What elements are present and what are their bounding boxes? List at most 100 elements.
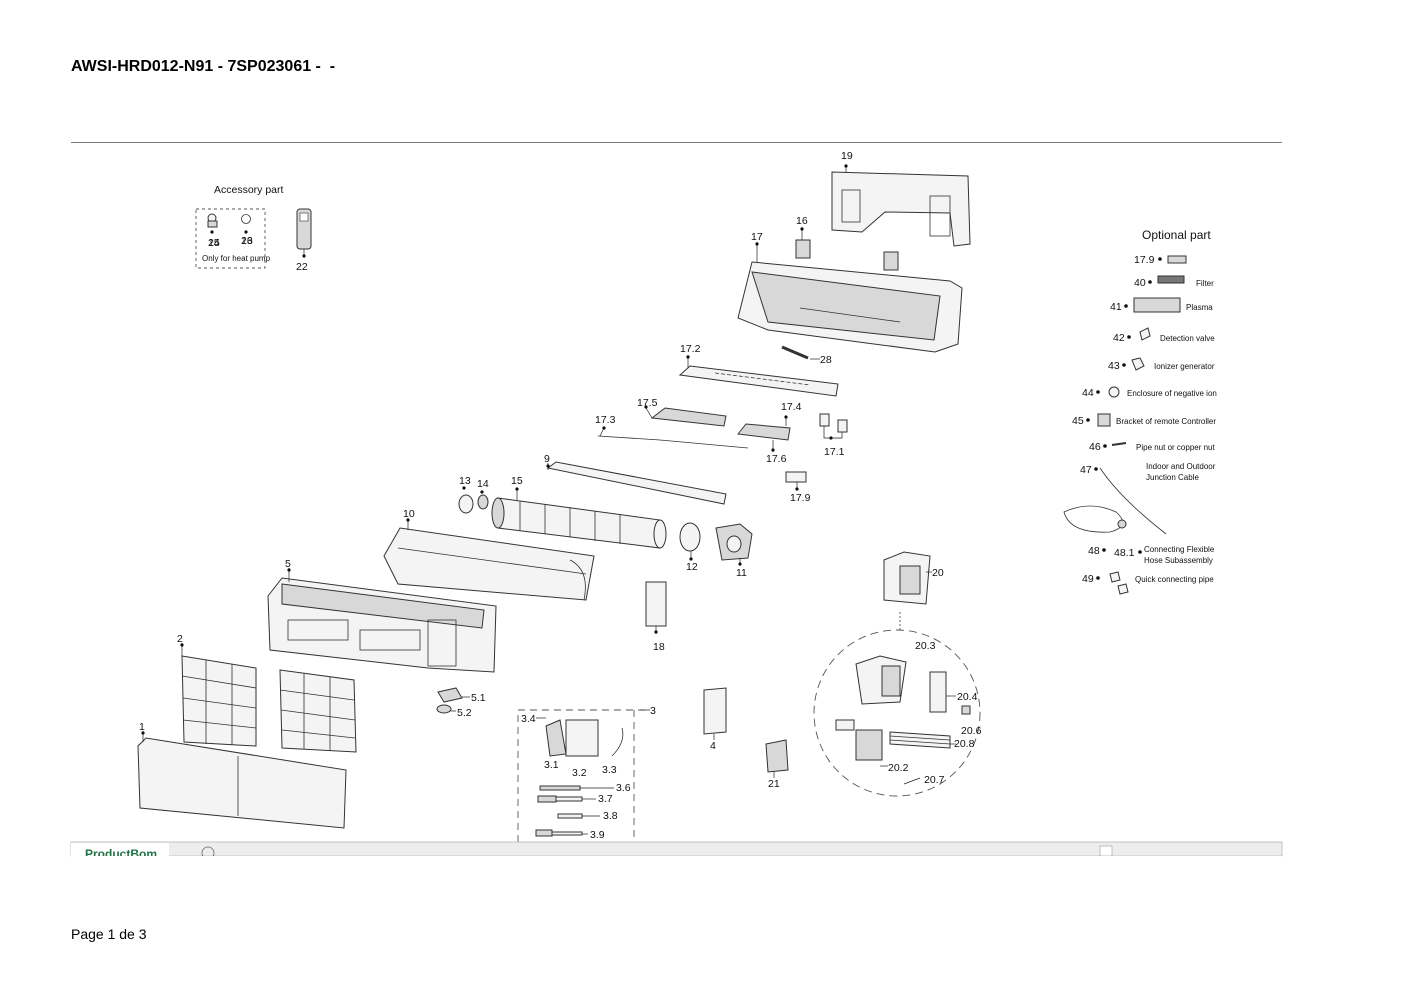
callout-20-3: 20.3 bbox=[915, 640, 936, 652]
header-rule bbox=[71, 142, 1282, 143]
part-21-drawing bbox=[765, 739, 789, 778]
document-title: AWSI-HRD012-N91 - 7SP023061 - - bbox=[71, 58, 336, 75]
callout-3-2: 3.2 bbox=[572, 767, 587, 779]
part-9-drawing bbox=[546, 461, 727, 505]
part-17-6-drawing bbox=[771, 440, 775, 452]
callout-17-5: 17.5 bbox=[637, 397, 658, 409]
callout-2: 2 bbox=[177, 633, 183, 645]
callout-11: 11 bbox=[736, 567, 747, 579]
callout-21: 21 bbox=[768, 778, 780, 790]
accessory-heading: Accessory part bbox=[214, 184, 284, 196]
callout-3: 3 bbox=[650, 705, 656, 717]
callout-12: 12 bbox=[686, 561, 698, 573]
part-17-1-drawing bbox=[819, 413, 848, 440]
callout-23: 23 bbox=[241, 235, 253, 247]
part-17-2-drawing bbox=[678, 355, 839, 397]
part-22-remote-drawing bbox=[296, 208, 312, 255]
air-filter-drawing bbox=[180, 643, 357, 753]
callout-3-6: 3.6 bbox=[616, 782, 631, 794]
callout-20-8: 20.8 bbox=[954, 738, 975, 750]
fan-motor-drawing bbox=[679, 522, 701, 561]
callout-5: 5 bbox=[285, 558, 291, 570]
spreadsheet-tab-bar: ProductBom bbox=[70, 841, 1283, 861]
part-17-5-drawing bbox=[644, 405, 727, 427]
electric-box-dashed-circle bbox=[813, 629, 981, 797]
optional-part-number: 41 bbox=[1110, 301, 1122, 313]
optional-part-number: 45 bbox=[1072, 415, 1084, 427]
accessory-note: Only for heat pump bbox=[202, 254, 271, 263]
motor-bracket-drawing bbox=[715, 523, 753, 566]
optional-part-group: Optional part bbox=[1063, 228, 1211, 595]
optional-part-number: 42 bbox=[1113, 332, 1125, 344]
optional-heading: Optional part bbox=[1142, 228, 1211, 242]
callout-17-9: 17.9 bbox=[790, 492, 811, 504]
callout-22: 22 bbox=[296, 261, 308, 273]
optional-part-number: 46 bbox=[1089, 441, 1101, 453]
callout-17-4: 17.4 bbox=[781, 401, 802, 413]
optional-part-name: Filter bbox=[1196, 279, 1214, 288]
callout-19: 19 bbox=[841, 150, 853, 162]
optional-part-number: 49 bbox=[1082, 573, 1094, 585]
part-4-drawing bbox=[703, 687, 727, 740]
optional-part-name: Bracket of remote Controller bbox=[1116, 417, 1216, 426]
optional-part-number: 47 bbox=[1080, 464, 1092, 476]
callout-28: 28 bbox=[820, 354, 832, 366]
part-24-drawing bbox=[207, 213, 218, 228]
callout-17-1: 17.1 bbox=[824, 446, 845, 458]
callout-3-3: 3.3 bbox=[602, 764, 617, 776]
callout-4: 4 bbox=[710, 740, 716, 752]
callout-24: 15 bbox=[208, 237, 220, 249]
callout-10: 10 bbox=[403, 508, 415, 520]
accessory-dashed-box bbox=[195, 208, 266, 269]
optional-part-name: Pipe nut or copper nut bbox=[1136, 443, 1215, 452]
callout-3-4: 3.4 bbox=[521, 713, 536, 725]
part-23-drawing bbox=[241, 214, 251, 224]
callout-24: 24 bbox=[208, 237, 220, 249]
optional-part-number: 17.9 bbox=[1134, 254, 1155, 266]
callout-23: 16 bbox=[241, 235, 253, 247]
callout-3-7: 3.7 bbox=[598, 793, 613, 805]
callout-17: 17 bbox=[751, 231, 763, 243]
callout-9: 9 bbox=[544, 453, 550, 465]
optional-part-number: 48.1 bbox=[1114, 547, 1135, 559]
callout-18: 18 bbox=[653, 641, 665, 653]
callout-17-2: 17.2 bbox=[680, 343, 701, 355]
front-frame-drawing bbox=[267, 568, 497, 673]
optional-part-name: Quick connecting pipe bbox=[1135, 575, 1214, 584]
optional-part-name: Plasma bbox=[1186, 303, 1213, 312]
part-18-drawing bbox=[645, 581, 667, 634]
part-17-3-drawing bbox=[597, 426, 749, 449]
optional-part-number: 43 bbox=[1108, 360, 1120, 372]
callout-1: 1 bbox=[139, 721, 145, 733]
optional-part-number: 40 bbox=[1134, 277, 1146, 289]
electric-box-drawing bbox=[883, 551, 932, 632]
accessory-group: Accessory part Only for heat pump 15 16 … bbox=[195, 184, 312, 269]
callout-5-1: 5.1 bbox=[471, 692, 486, 704]
callout-3-9: 3.9 bbox=[590, 829, 605, 841]
callout-3-8: 3.8 bbox=[603, 810, 618, 822]
callout-5-2: 5.2 bbox=[457, 707, 472, 719]
front-panel-drawing bbox=[137, 731, 347, 829]
control-box-group bbox=[517, 709, 650, 842]
optional-part-name: Detection valve bbox=[1160, 334, 1215, 343]
callout-20: 20 bbox=[932, 567, 944, 579]
optional-part-number: 48 bbox=[1088, 545, 1100, 557]
cross-flow-fan-drawing bbox=[491, 487, 667, 549]
optional-part-name: Enclosure of negative ion bbox=[1127, 389, 1217, 398]
back-plate-drawing bbox=[831, 164, 971, 247]
page-footer: Page 1 de 3 bbox=[71, 926, 147, 942]
optional-part-name: Ionizer generator bbox=[1154, 362, 1215, 371]
callout-20-2: 20.2 bbox=[888, 762, 909, 774]
callout-14: 14 bbox=[477, 478, 489, 490]
part-17-9-drawing bbox=[785, 471, 807, 491]
callout-15: 15 bbox=[511, 475, 523, 487]
callout-16: 16 bbox=[796, 215, 808, 227]
callout-17-3: 17.3 bbox=[595, 414, 616, 426]
part-13-14-drawing bbox=[458, 486, 489, 514]
part-17-4-drawing bbox=[737, 415, 791, 441]
